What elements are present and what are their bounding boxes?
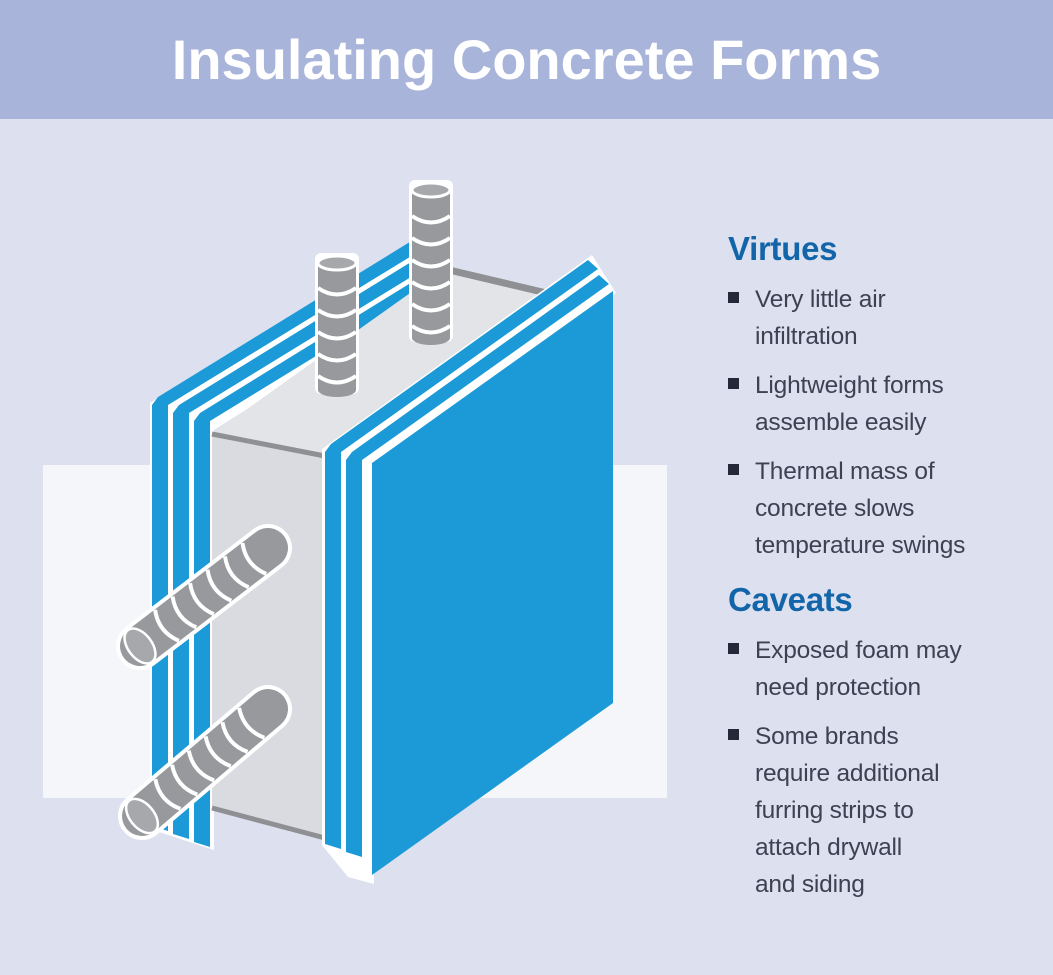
foam-panel-back: [150, 230, 458, 850]
list-item-text: Thermal mass of concrete slows temperatu…: [755, 458, 966, 559]
section-heading-virtues: Virtues: [728, 230, 838, 267]
rebar-vertical-left: [315, 253, 359, 397]
core-left-face: [212, 434, 325, 838]
bullet-square-icon: [728, 643, 739, 654]
list-item-text: Some brands require additional furring s…: [755, 723, 940, 898]
list-item: Some brands require additional furring s…: [726, 718, 1028, 903]
page-title: Insulating Concrete Forms: [171, 28, 882, 91]
list-item-text: Lightweight forms assemble easily: [755, 372, 944, 436]
core-top-face: [212, 266, 557, 456]
rebar-horizontal-lower: [118, 685, 292, 840]
header-banner: Insulating Concrete Forms: [0, 0, 1053, 119]
list-item: Thermal mass of concrete slows temperatu…: [726, 453, 1028, 564]
bullet-square-icon: [728, 464, 739, 475]
list-item: Exposed foam may need protection: [726, 632, 1028, 706]
front-face: [372, 291, 613, 875]
rebar-horizontal-upper: [116, 524, 292, 670]
section-heading-caveats: Caveats: [728, 581, 853, 618]
list-item: Very little air infiltration: [726, 281, 1028, 355]
list-item-text: Exposed foam may need protection: [755, 637, 962, 701]
foam-panel-front: [322, 255, 616, 884]
list-item: Lightweight forms assemble easily: [726, 367, 1028, 441]
list-item-text: Very little air infiltration: [755, 286, 886, 350]
bullet-square-icon: [728, 378, 739, 389]
rebar-vertical-right: [409, 180, 453, 345]
bullet-square-icon: [728, 729, 739, 740]
bullet-square-icon: [728, 292, 739, 303]
